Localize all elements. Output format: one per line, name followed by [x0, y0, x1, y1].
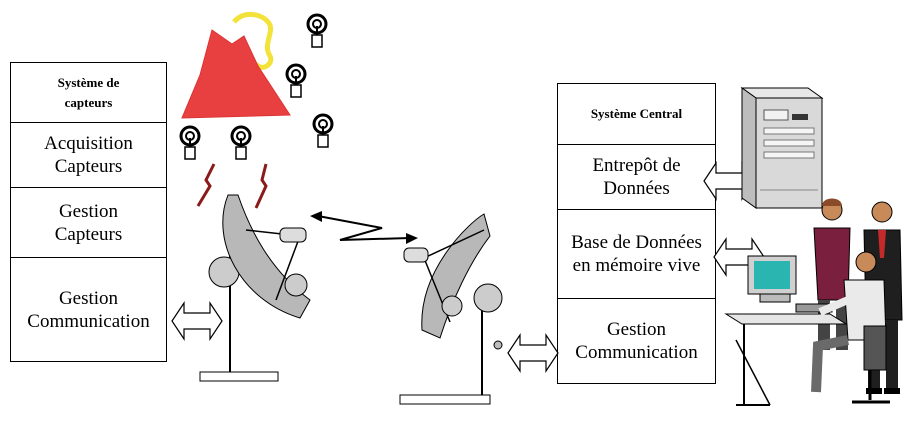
sensor-icon: [230, 125, 252, 161]
right-module-base-donnees: Base de Données en mémoire vive: [557, 209, 716, 299]
sensor-icon: [285, 63, 307, 99]
left-module-gestion-capteurs-text: Gestion Capteurs: [54, 200, 123, 245]
lava-icon: [196, 163, 268, 209]
right-module-communication: Gestion Communication: [557, 298, 716, 384]
left-module-acquisition: Acquisition Capteurs: [10, 122, 167, 188]
right-system-title: Système Central: [557, 83, 716, 145]
left-module-communication-text: Gestion Communication: [27, 287, 150, 332]
sensor-icon: [312, 113, 334, 149]
double-arrow-icon: [171, 302, 223, 340]
satellite-dish-icon: [399, 213, 503, 405]
right-module-entrepot: Entrepôt de Données: [557, 144, 716, 210]
double-arrow-icon: [507, 334, 559, 372]
right-module-base-donnees-text: Base de Données en mémoire vive: [571, 232, 702, 276]
server-tower-icon: [740, 87, 824, 209]
left-system-title-text: Système de capteurs: [57, 74, 120, 110]
wireless-link-icon: [310, 211, 418, 244]
right-system-title-text: Système Central: [590, 106, 683, 121]
left-module-acquisition-text: Acquisition Capteurs: [44, 133, 133, 177]
left-module-communication: Gestion Communication: [10, 257, 167, 362]
sensor-icon: [306, 13, 328, 49]
left-system-title: Système de capteurs: [10, 62, 167, 123]
volcano-icon: [181, 12, 291, 119]
left-module-gestion-capteurs: Gestion Capteurs: [10, 187, 167, 258]
right-module-communication-text: Gestion Communication: [575, 319, 698, 363]
operators-workstation-icon: [724, 198, 903, 406]
satellite-dish-icon: [199, 194, 311, 382]
sensor-icon: [179, 125, 201, 161]
right-module-entrepot-text: Entrepôt de Données: [592, 155, 681, 199]
